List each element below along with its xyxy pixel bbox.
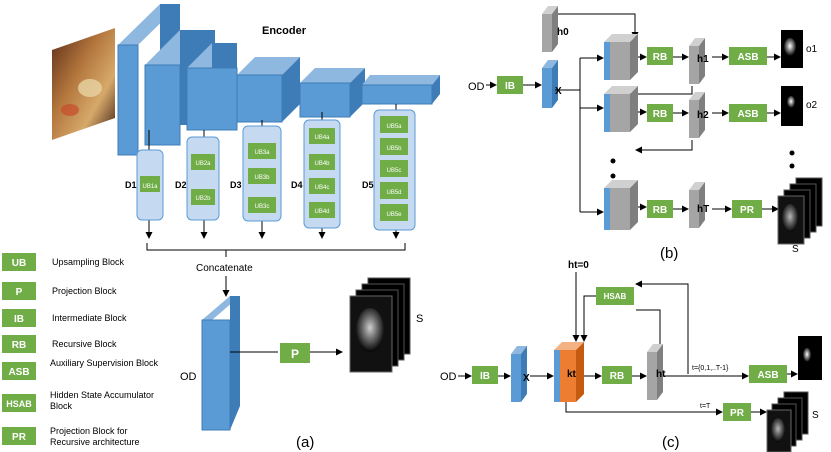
saliency-stack-a — [349, 277, 411, 373]
projection-label: P — [291, 347, 299, 361]
svg-text:Intermediate Block: Intermediate Block — [52, 313, 127, 323]
svg-text:P: P — [16, 287, 23, 298]
svg-text:IB: IB — [14, 314, 24, 325]
svg-text:RB: RB — [12, 340, 26, 351]
projection-block: P — [280, 343, 310, 363]
svg-text:PR: PR — [12, 432, 27, 443]
t-range-label: t={0,1,..T-1} — [692, 365, 729, 372]
panel-c: OD IB X kt ht=0 HSAB RB ht t={0,1,..T-1}… — [440, 260, 822, 452]
svg-text:h2: h2 — [697, 110, 709, 121]
h0-label: h0 — [557, 27, 569, 38]
decoder-d2: UB2a UB2b D2 — [175, 130, 220, 239]
d4-label: D4 — [291, 180, 303, 190]
d2-label: D2 — [175, 180, 187, 190]
legend-rb: RB Recursive Block — [2, 335, 117, 353]
svg-text:ASB: ASB — [8, 367, 29, 378]
svg-text:RB: RB — [610, 371, 624, 382]
ub-block: UB4c — [315, 185, 330, 191]
od-input-c: OD — [440, 371, 457, 383]
svg-text:h1: h1 — [697, 54, 709, 65]
input-image — [52, 28, 115, 140]
kt-label: kt — [567, 369, 577, 380]
svg-text:PR: PR — [730, 408, 745, 419]
x-label-b: X — [555, 86, 562, 97]
od-volume — [201, 296, 240, 431]
decoder-d3: UB3a UB3b UB3c D3 — [230, 120, 282, 239]
caption-c: (c) — [662, 434, 680, 451]
svg-text:ASB: ASB — [737, 52, 758, 63]
svg-text:ht: ht — [656, 369, 666, 380]
svg-text:RB: RB — [653, 109, 667, 120]
svg-text:S: S — [792, 244, 799, 255]
encoder-block-6 — [361, 75, 440, 105]
svg-text:Projection Block: Projection Block — [52, 286, 117, 296]
concatenate-label: Concatenate — [196, 263, 253, 274]
decoder-d1: UB1a D1 — [125, 130, 164, 239]
svg-text:HSAB: HSAB — [6, 399, 32, 409]
svg-text:RB: RB — [653, 205, 667, 216]
ht0-label: ht=0 — [568, 260, 589, 271]
svg-text:o2: o2 — [806, 100, 818, 111]
d3-label: D3 — [230, 180, 242, 190]
t-final-label: t=T — [700, 403, 711, 410]
saliency-label: S — [416, 313, 423, 325]
ub-block: UB3b — [254, 175, 270, 181]
svg-text:RB: RB — [653, 52, 667, 63]
ub-block: UB1a — [142, 184, 158, 190]
ib-block-c: IB — [480, 371, 490, 382]
ub-block: UB4d — [314, 209, 329, 215]
d1-label: D1 — [125, 180, 137, 190]
d5-label: D5 — [362, 180, 374, 190]
ub-block: UB5e — [386, 212, 402, 218]
od-input-b: OD — [468, 81, 485, 93]
hsab-block: HSAB — [604, 292, 627, 301]
svg-text:PR: PR — [740, 205, 755, 216]
encoder-block-4 — [236, 57, 300, 123]
caption-a: (a) — [296, 434, 314, 451]
ub-block: UB2b — [195, 196, 211, 202]
encoder-block-5 — [299, 68, 365, 118]
ub-block: UB5a — [386, 124, 402, 130]
ub-block: UB4b — [314, 161, 330, 167]
ib-block-b: IB — [505, 81, 515, 92]
svg-text:Recursive Block: Recursive Block — [52, 339, 117, 349]
caption-b: (b) — [660, 245, 678, 262]
svg-text:Upsampling Block: Upsampling Block — [52, 257, 125, 267]
ub-block: UB5c — [387, 168, 402, 174]
ub-block: UB5d — [386, 190, 401, 196]
decoder-d5: UB5a UB5b UB5c UB5d UB5e D5 — [362, 104, 416, 239]
legend-p: P Projection Block — [2, 282, 117, 300]
concatenate-bracket — [146, 243, 406, 297]
ub-block: UB3c — [255, 204, 270, 210]
svg-text:S: S — [812, 410, 819, 421]
x-label-c: X — [523, 373, 530, 384]
legend-ib: IB Intermediate Block — [2, 309, 127, 327]
svg-text:o1: o1 — [806, 44, 818, 55]
svg-text:UB: UB — [12, 258, 26, 269]
svg-text:hT: hT — [697, 204, 709, 215]
encoder-block-3 — [186, 43, 238, 131]
ub-block: UB3a — [254, 150, 270, 156]
svg-text:ASB: ASB — [757, 370, 778, 381]
ub-block: UB4a — [314, 135, 330, 141]
encoder-stack — [117, 4, 440, 156]
panel-b: OD IB X h0 RB h1 ASB o1 RB — [468, 6, 823, 262]
ub-block: UB5b — [386, 146, 402, 152]
encoder-label: Encoder — [262, 25, 307, 37]
svg-text:ASB: ASB — [737, 109, 758, 120]
legend-ub: UB Upsampling Block — [2, 253, 125, 271]
decoder-d4: UB4a UB4b UB4c UB4d D4 — [291, 112, 341, 239]
od-label: OD — [180, 371, 197, 383]
ub-block: UB2a — [195, 161, 211, 167]
